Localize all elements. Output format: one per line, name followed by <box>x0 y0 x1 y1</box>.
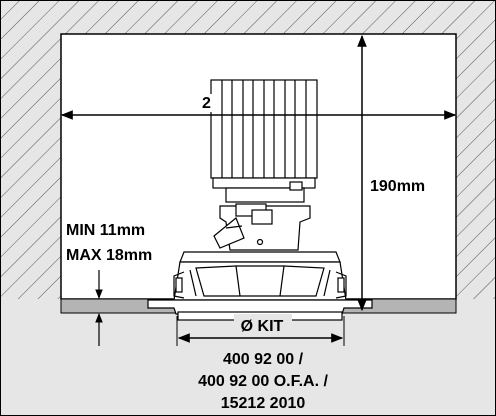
max-thickness-label: MAX 18mm <box>66 247 152 264</box>
code-line-1: 400 92 00 / <box>223 351 304 368</box>
height-label: 190mm <box>370 178 425 195</box>
kit-label: Ø KIT <box>241 318 284 335</box>
code-line-2: 400 92 00 O.F.A. / <box>198 373 328 390</box>
width-label: 2 <box>202 95 211 112</box>
thickness-dimension: MIN 11mm MAX 18mm <box>66 222 152 346</box>
code-line-3: 15212 2010 <box>221 395 306 412</box>
luminaire-fixture <box>147 79 373 321</box>
product-codes: 400 92 00 / 400 92 00 O.F.A. / 15212 201… <box>198 351 328 412</box>
width-dimension: 2 <box>60 94 457 120</box>
hatched-wall <box>1 1 495 299</box>
height-dimension: 190mm <box>357 34 442 312</box>
min-thickness-label: MIN 11mm <box>66 222 145 239</box>
kit-dimension: Ø KIT <box>176 314 345 346</box>
